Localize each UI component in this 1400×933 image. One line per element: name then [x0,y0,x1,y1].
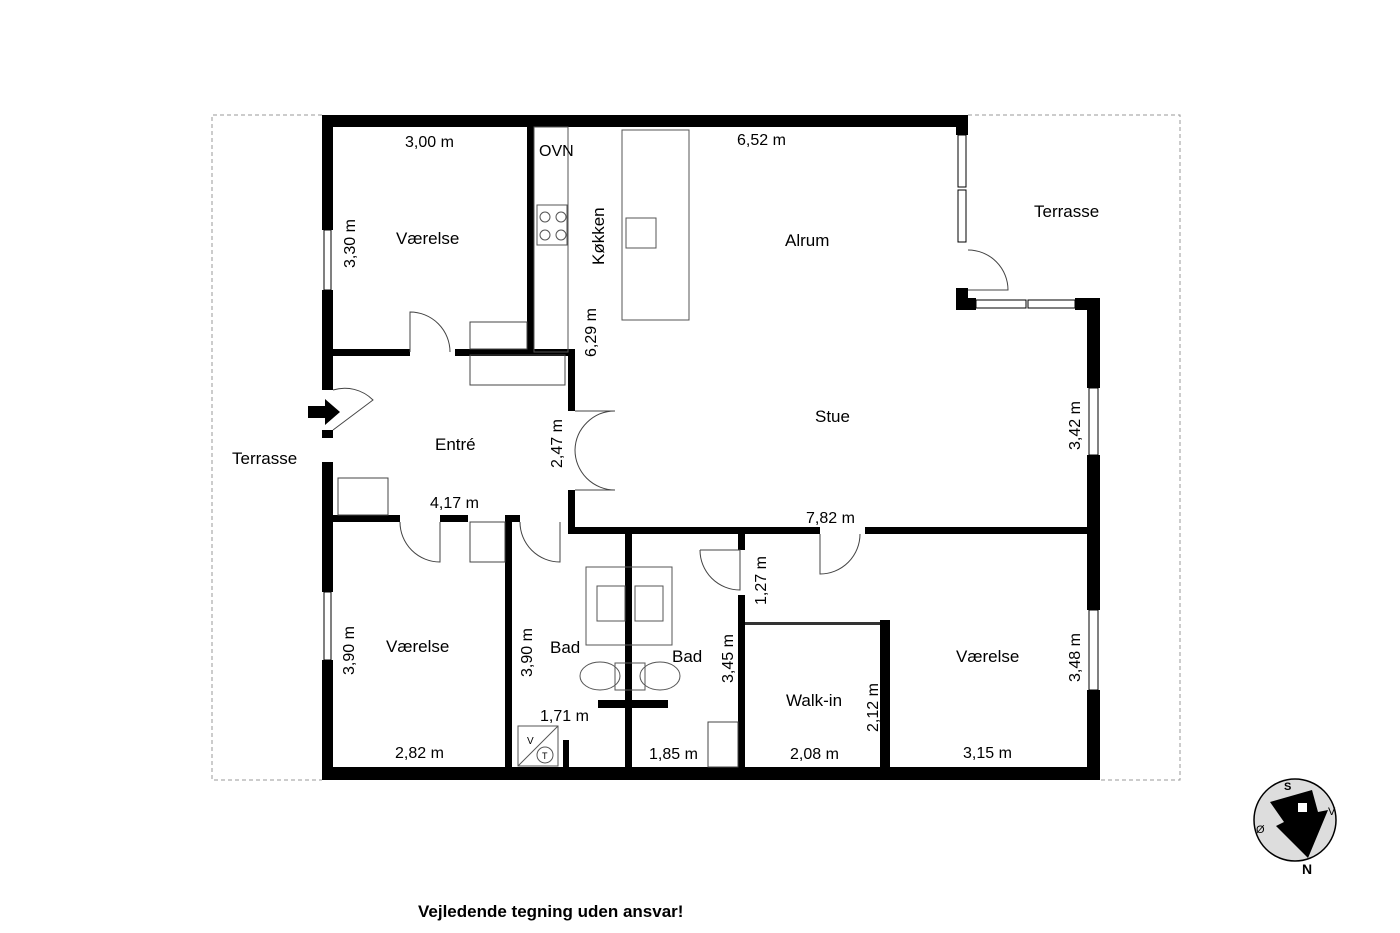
dimension-label: 2,12 m [865,683,882,732]
room-label: Værelse [386,637,449,656]
dimension-label: 2,08 m [790,746,839,763]
room-label: Værelse [396,229,459,248]
dimension-label: 2,82 m [395,745,444,762]
washer-label: V [527,736,534,747]
dimensions: 3,00 m 3,30 m 6,52 m 6,29 m 2,47 m 4,17 … [341,132,1084,763]
room-label: Køkken [589,207,608,265]
dimension-label: 3,15 m [963,745,1012,762]
compass-n: N [1302,861,1312,877]
compass-v: V [1328,806,1336,818]
dimension-label: 6,29 m [583,308,600,357]
room-label: Walk-in [786,691,842,710]
room-label: Bad [672,647,702,666]
dimension-label: 1,71 m [540,708,589,725]
dimension-label: 4,17 m [430,495,479,512]
dimension-label: 2,47 m [549,419,566,468]
room-label: Stue [815,407,850,426]
windows [323,134,1099,691]
doors [332,249,1009,768]
dryer-label: T [542,751,548,761]
bathroom-fixtures [517,566,681,767]
dimension-label: 1,85 m [649,746,698,763]
dimension-label: 1,27 m [753,556,770,605]
dimension-label: 3,30 m [342,219,359,268]
entrance-arrow-icon [308,399,340,425]
disclaimer: Vejledende tegning uden ansvar! [418,902,684,921]
dimension-label: 3,90 m [341,626,358,675]
compass-s: S [1284,781,1291,793]
dimension-label: 3,45 m [720,634,737,683]
dimension-label: 3,00 m [405,134,454,151]
compass-icon: S V Ø N [1253,778,1337,877]
walls [322,115,1100,780]
room-label: Værelse [956,647,1019,666]
dimension-label: 6,52 m [737,132,786,149]
dimension-label: 3,48 m [1067,633,1084,682]
kitchen-fixtures [533,126,690,353]
room-label: Terrasse [1034,202,1099,221]
dimension-label: 3,90 m [519,628,536,677]
room-label: Terrasse [232,449,297,468]
dimension-label: 3,42 m [1067,401,1084,450]
room-label: Alrum [785,231,829,250]
room-label: Entré [435,435,476,454]
oven-label: OVN [539,143,574,160]
dimension-label: 7,82 m [806,510,855,527]
compass-o: Ø [1256,824,1265,836]
terrace-outline [211,114,1181,781]
room-label: Bad [550,638,580,657]
